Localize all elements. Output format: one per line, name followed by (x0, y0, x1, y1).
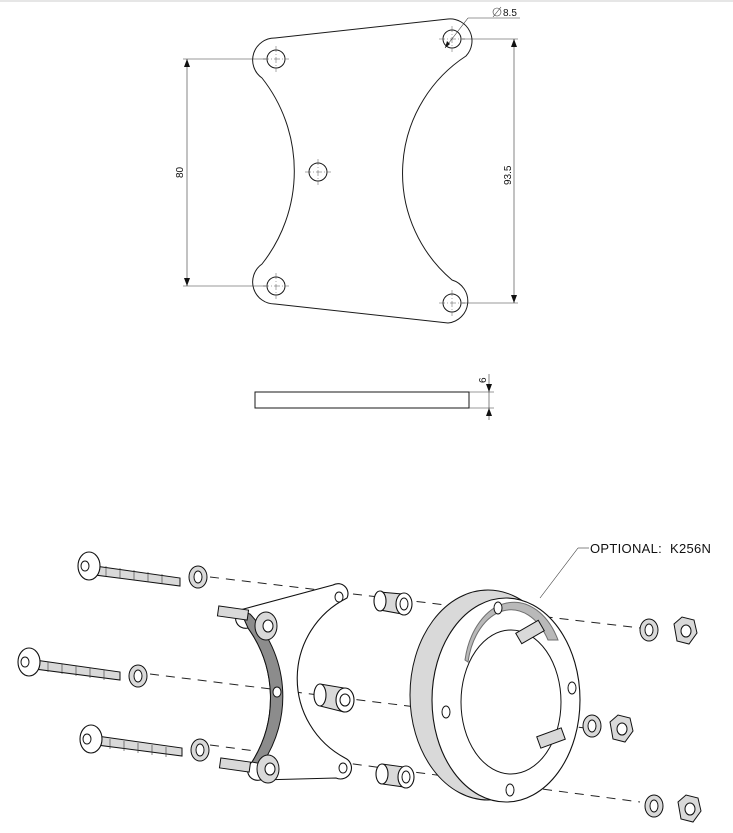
exploded-assembly: OPTIONAL: K256N (17, 541, 711, 823)
nut-right-bottom (677, 794, 702, 823)
optional-part-number: K256N (670, 541, 711, 556)
dim-right: 93.5 (462, 38, 518, 304)
washer-right-middle (582, 714, 602, 738)
optional-label: OPTIONAL: (590, 541, 662, 556)
bracket-top-view: 8.5 80 93.5 (175, 6, 520, 324)
spacer-top (373, 590, 413, 616)
spacer-middle (313, 683, 355, 713)
bolt-bottom (79, 724, 183, 757)
optional-callout: OPTIONAL: K256N (539, 541, 711, 599)
spacer-bottom (375, 763, 415, 789)
washer-left-middle (128, 664, 148, 688)
bracket-perspective (216, 583, 352, 784)
washer-left-top (188, 565, 208, 589)
washer-right-bottom (644, 794, 664, 818)
dim-right-label: 93.5 (503, 165, 514, 185)
dim-left-label: 80 (175, 166, 186, 178)
nut-right-middle (609, 714, 634, 743)
bolt-middle (17, 647, 121, 681)
washer-right-top (639, 618, 659, 642)
bracket-side-view: 6 (254, 374, 494, 420)
washer-left-bottom (190, 738, 210, 762)
optional-ring (409, 589, 581, 803)
hole-diameter-label: 8.5 (503, 8, 517, 19)
nut-right-top (673, 616, 698, 645)
dim-left: 80 (175, 58, 266, 287)
thickness-label: 6 (478, 377, 489, 383)
hole-centerlines (263, 26, 465, 316)
bolt-top (77, 551, 181, 587)
bracket-outline (252, 18, 473, 324)
